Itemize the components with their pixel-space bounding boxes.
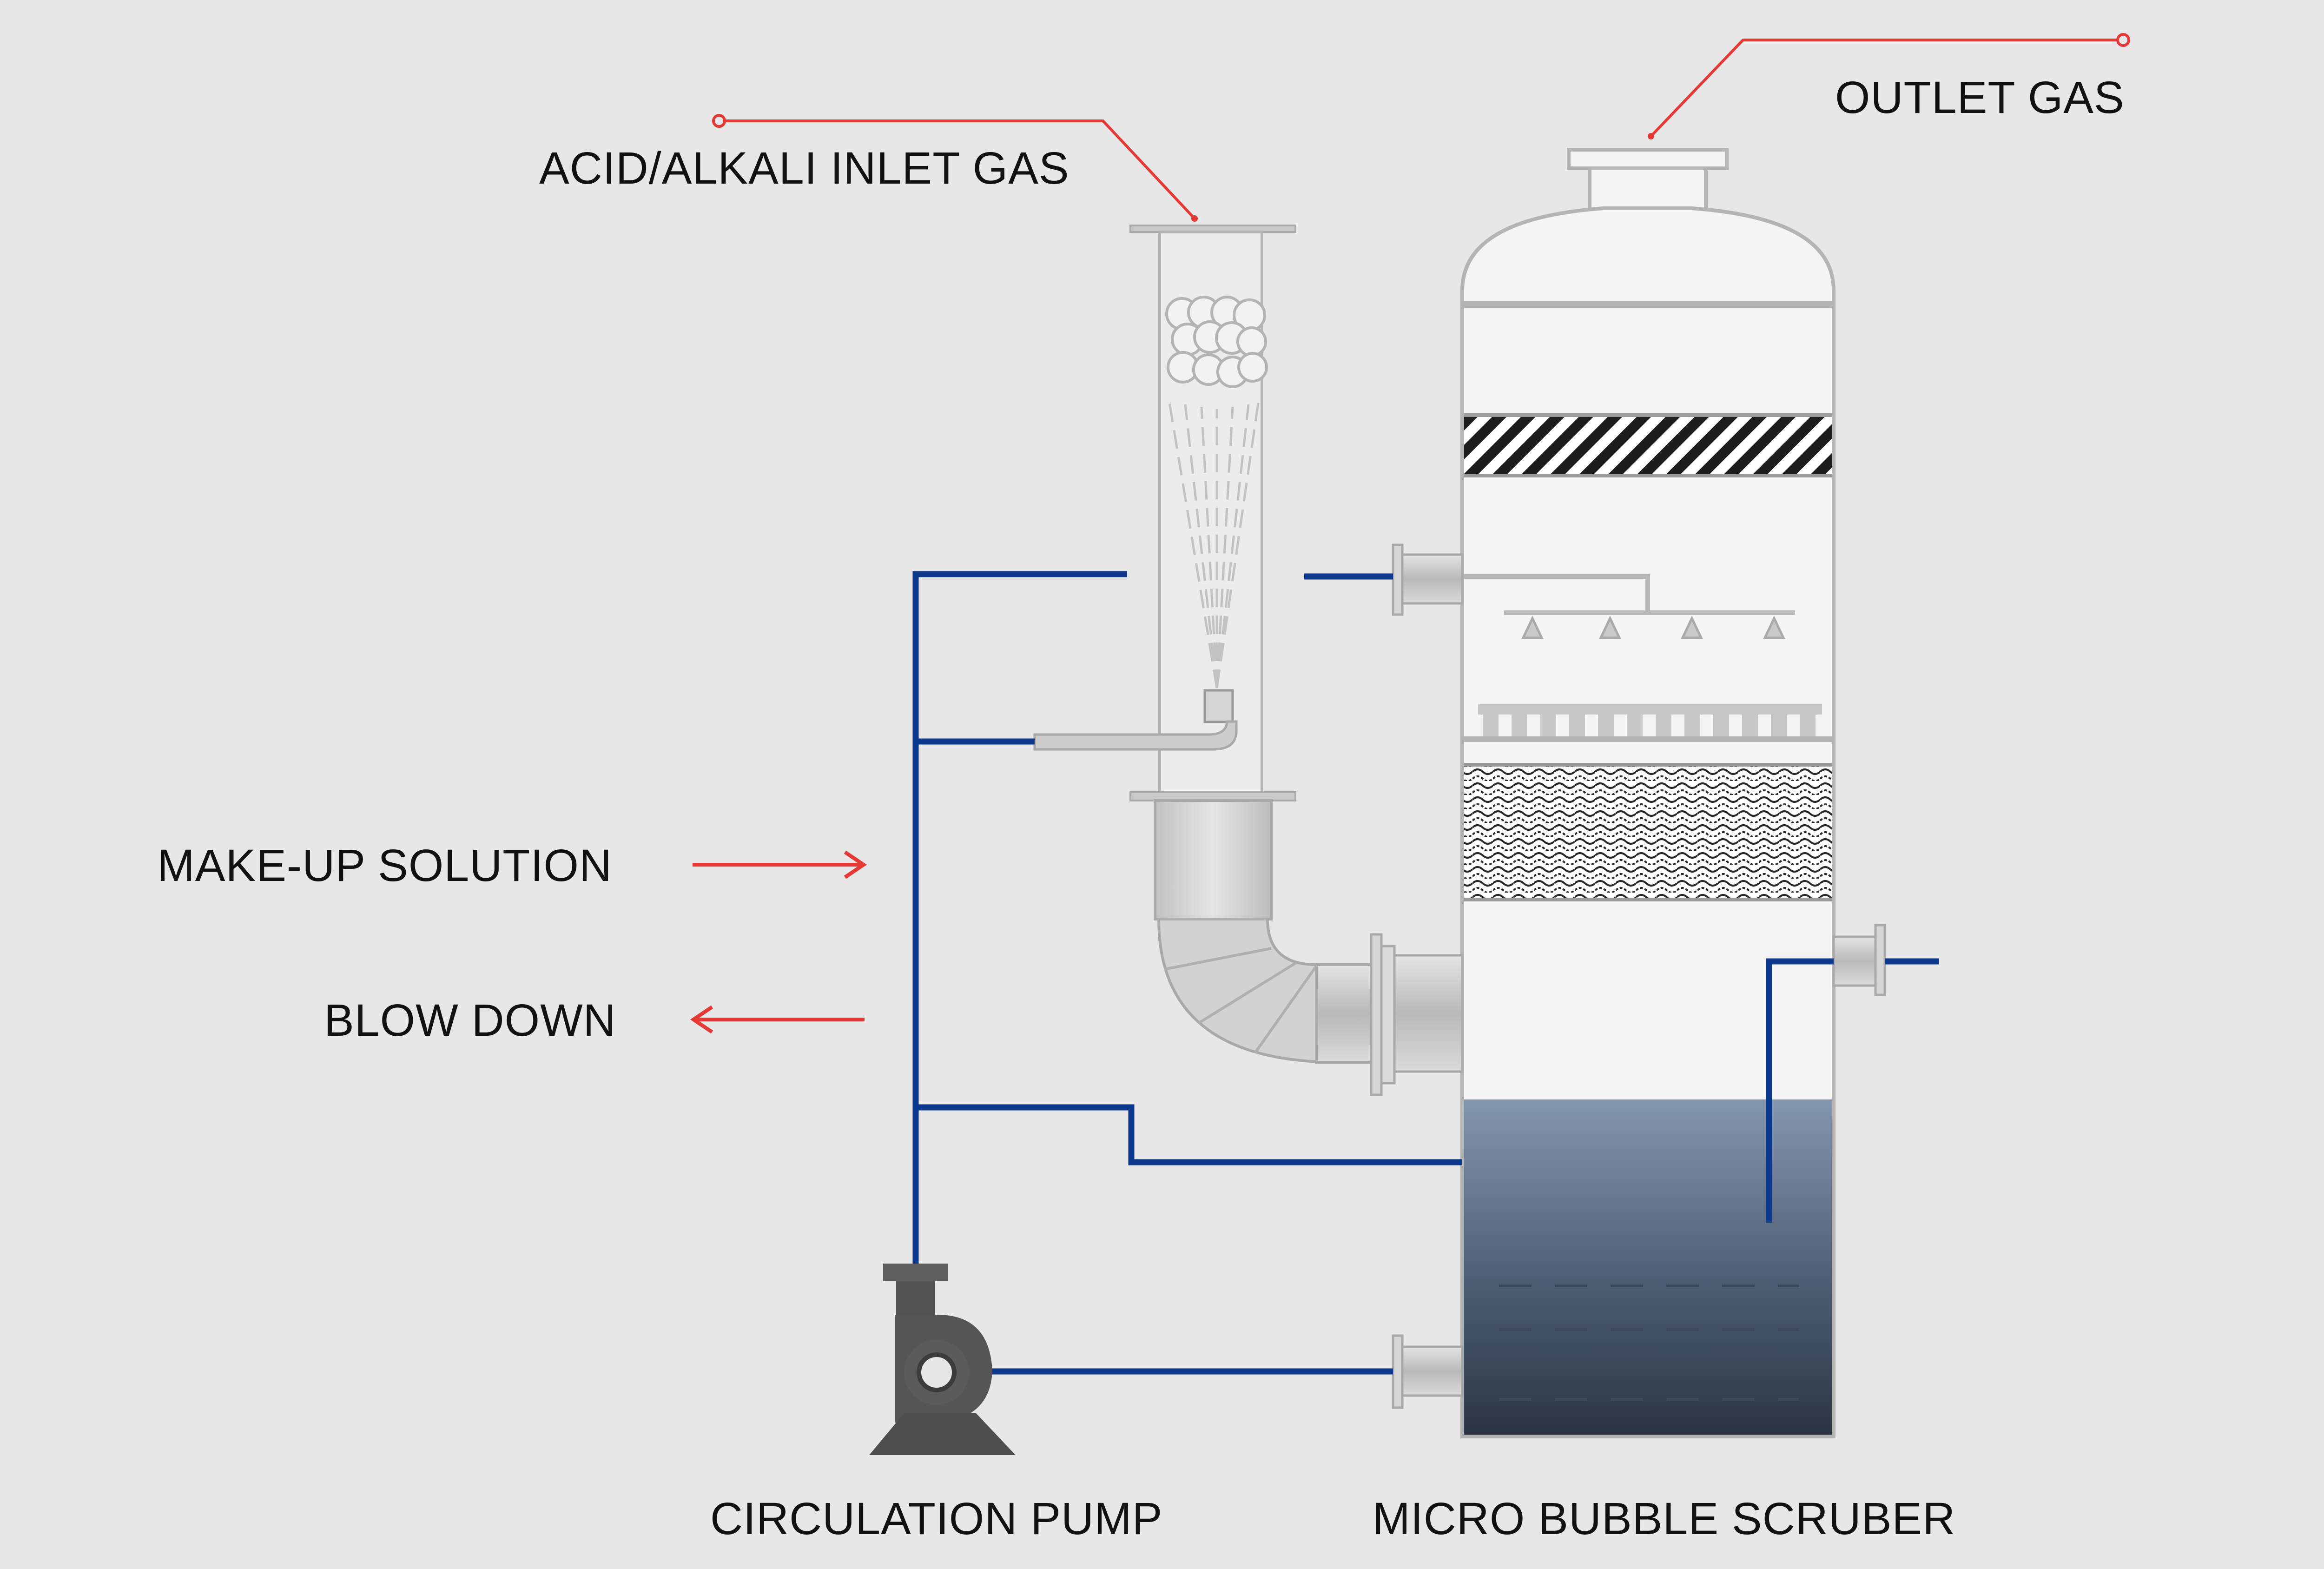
suction-nozzle	[1392, 1334, 1464, 1409]
acid-alkali-inlet-label: ACID/ALKALI INLET GAS	[539, 143, 1070, 193]
outlet-gas-label: OUTLET GAS	[1835, 72, 2125, 123]
spray-header	[1462, 574, 1795, 615]
distributor-tooth	[1771, 704, 1787, 739]
distributor-tooth	[1598, 704, 1614, 739]
outlet-callout-line	[1648, 33, 2130, 139]
liquid-ripples	[1499, 1284, 1799, 1401]
makeup-solution-label: MAKE-UP SOLUTION	[157, 840, 612, 891]
micro-bubble-scrubber-label: MICRO BUBBLE SCRUBER	[1373, 1493, 1955, 1544]
makeup-arrow	[693, 850, 867, 879]
blowdown-arrow	[690, 1005, 865, 1034]
distributor-tooth	[1483, 704, 1499, 739]
inlet-column	[1033, 225, 1296, 801]
circulation-pump-label: CIRCULATION PUMP	[710, 1493, 1163, 1544]
distributor-tooth	[1569, 704, 1585, 739]
blow-down-label: BLOW DOWN	[324, 995, 616, 1046]
duct-flange	[1370, 933, 1383, 1096]
spray-inlet-nozzle	[1392, 543, 1464, 616]
distributor-tooth	[1540, 704, 1556, 739]
outlet-nozzle	[1588, 166, 1708, 211]
inlet-callout-line	[712, 114, 1198, 222]
distributor-tooth	[1713, 704, 1729, 739]
demister-pad	[1460, 413, 1835, 477]
vessel-dome	[1460, 206, 1835, 306]
scrubber-vessel	[1460, 148, 1835, 1438]
vessel-outline	[1460, 303, 1835, 1438]
elbow-duct	[1154, 799, 1464, 1096]
distributor-tooth	[1656, 704, 1671, 739]
distributor-tooth	[1627, 704, 1643, 739]
liquid-sump	[1464, 1099, 1832, 1437]
gas-bubbles	[1165, 296, 1268, 388]
distributor-tooth	[1512, 704, 1527, 739]
circulation-piping	[912, 571, 1939, 1375]
packing-bed	[1460, 763, 1835, 901]
distributor-tooth	[1800, 704, 1816, 739]
overflow-nozzle	[1832, 924, 1886, 996]
distributor-tooth	[1742, 704, 1758, 739]
circulation-pump	[869, 1264, 1016, 1455]
distributor-plate	[1462, 704, 1834, 742]
distributor-tooth	[1684, 704, 1700, 739]
inlet-feed-pipe	[1033, 720, 1238, 751]
outlet-nozzle-flange	[1567, 148, 1729, 170]
inlet-spray-nozzle	[1203, 689, 1234, 723]
spray-cone	[1168, 399, 1260, 689]
spray-nozzles	[1521, 616, 1785, 639]
